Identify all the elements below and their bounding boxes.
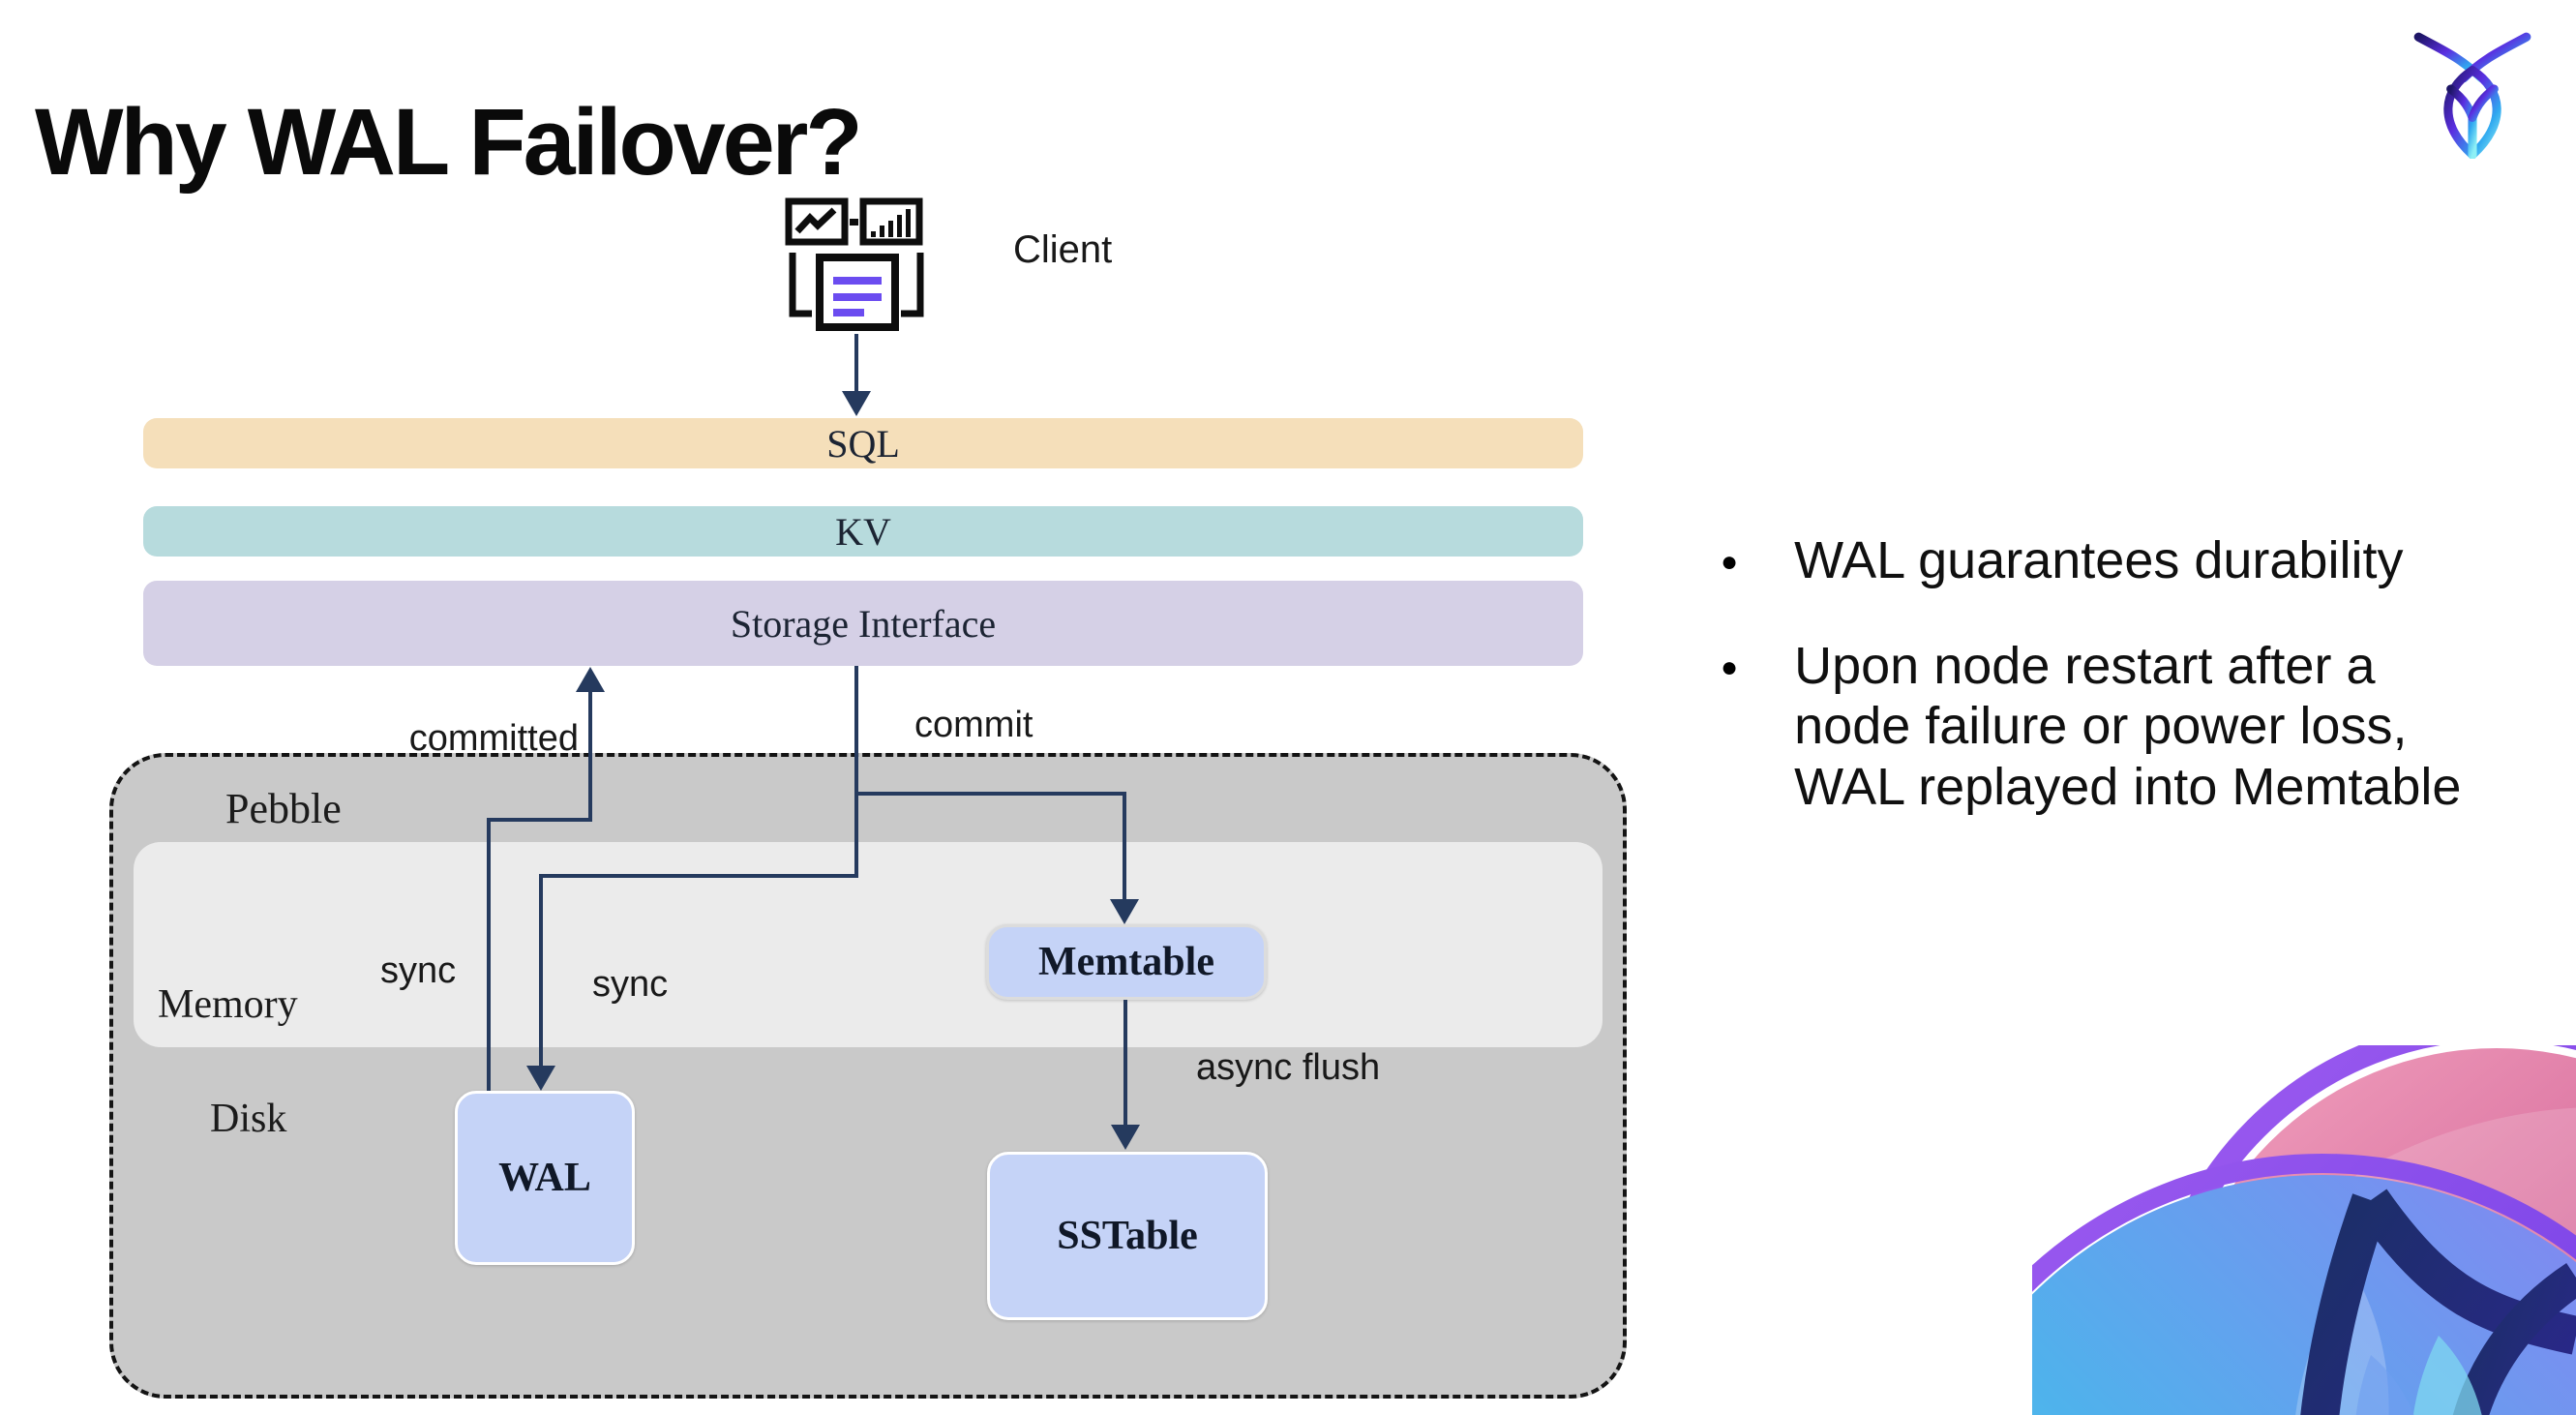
sync-label-right: sync <box>592 964 669 1005</box>
committed-label: committed <box>408 718 579 759</box>
arrowhead-sstable <box>1111 1125 1140 1150</box>
commit-label: commit <box>914 705 1033 745</box>
client-icon <box>785 197 924 331</box>
bullet-dot: ● <box>1721 650 1739 683</box>
arrowhead-committed <box>576 667 605 692</box>
layer-storage-interface: Storage Interface <box>143 581 1583 666</box>
bullet-list: ● WAL guarantees durability ● Upon node … <box>1721 530 2504 862</box>
arrow-committed-h <box>487 818 592 822</box>
logo-vein-right <box>2468 84 2499 122</box>
layer-storage-label: Storage Interface <box>730 601 997 646</box>
bullet-text: Upon node restart after a node failure o… <box>1794 636 2462 816</box>
blue-petal <box>2355 1355 2414 1415</box>
bullet-item: ● WAL guarantees durability <box>1721 530 2504 591</box>
bar-chart-icon <box>859 197 923 246</box>
arrow-commit-h <box>854 792 1126 796</box>
arrow-committed-v1 <box>487 818 491 1091</box>
arrowhead-wal <box>526 1066 555 1091</box>
layer-kv: KV <box>143 506 1583 557</box>
cyan-petal <box>2412 1336 2482 1415</box>
wal-box: WAL <box>455 1091 635 1265</box>
line-chart-icon <box>785 197 849 246</box>
arrow-client-to-sql <box>854 334 858 392</box>
bullet-dot: ● <box>1721 546 1739 578</box>
memory-band <box>134 842 1603 1047</box>
arrow-async-flush <box>1123 1000 1127 1125</box>
client-label: Client <box>1013 228 1113 271</box>
layer-sql-label: SQL <box>826 421 900 466</box>
memtable-label: Memtable <box>1038 940 1214 984</box>
arrow-committed-v2 <box>588 691 592 822</box>
sstable-label: SSTable <box>1057 1214 1198 1258</box>
dash-connector <box>850 219 858 226</box>
page-title: Why WAL Failover? <box>35 88 863 195</box>
memory-label: Memory <box>158 982 298 1027</box>
sync-label-left: sync <box>380 950 457 991</box>
arrow-commit-to-memtable <box>1123 792 1126 900</box>
layer-kv-label: KV <box>835 509 891 554</box>
navy-leaf-outline <box>2452 1262 2576 1415</box>
bullet-text: WAL guarantees durability <box>1794 531 2404 589</box>
sstable-box: SSTable <box>987 1152 1268 1320</box>
arrow-sync-to-wal <box>539 874 543 1066</box>
arrow-commit-v <box>854 666 858 878</box>
arrow-sync-h <box>539 874 858 878</box>
bullet-item: ● Upon node restart after a node failure… <box>1721 636 2504 818</box>
wal-label: WAL <box>498 1156 591 1200</box>
arrowhead-memtable <box>1110 899 1139 924</box>
memtable-box: Memtable <box>986 924 1267 1000</box>
arrowhead-client-to-sql <box>842 391 871 416</box>
brand-decoration <box>2032 1045 2576 1415</box>
cockroachdb-logo <box>2413 32 2531 159</box>
document-icon <box>789 253 924 331</box>
async-flush-label: async flush <box>1196 1047 1381 1088</box>
navy-curves <box>2300 1189 2576 1415</box>
disk-label: Disk <box>210 1097 287 1141</box>
blue-ring <box>2032 1154 2576 1292</box>
pebble-label: Pebble <box>225 785 342 832</box>
layer-sql: SQL <box>143 418 1583 468</box>
